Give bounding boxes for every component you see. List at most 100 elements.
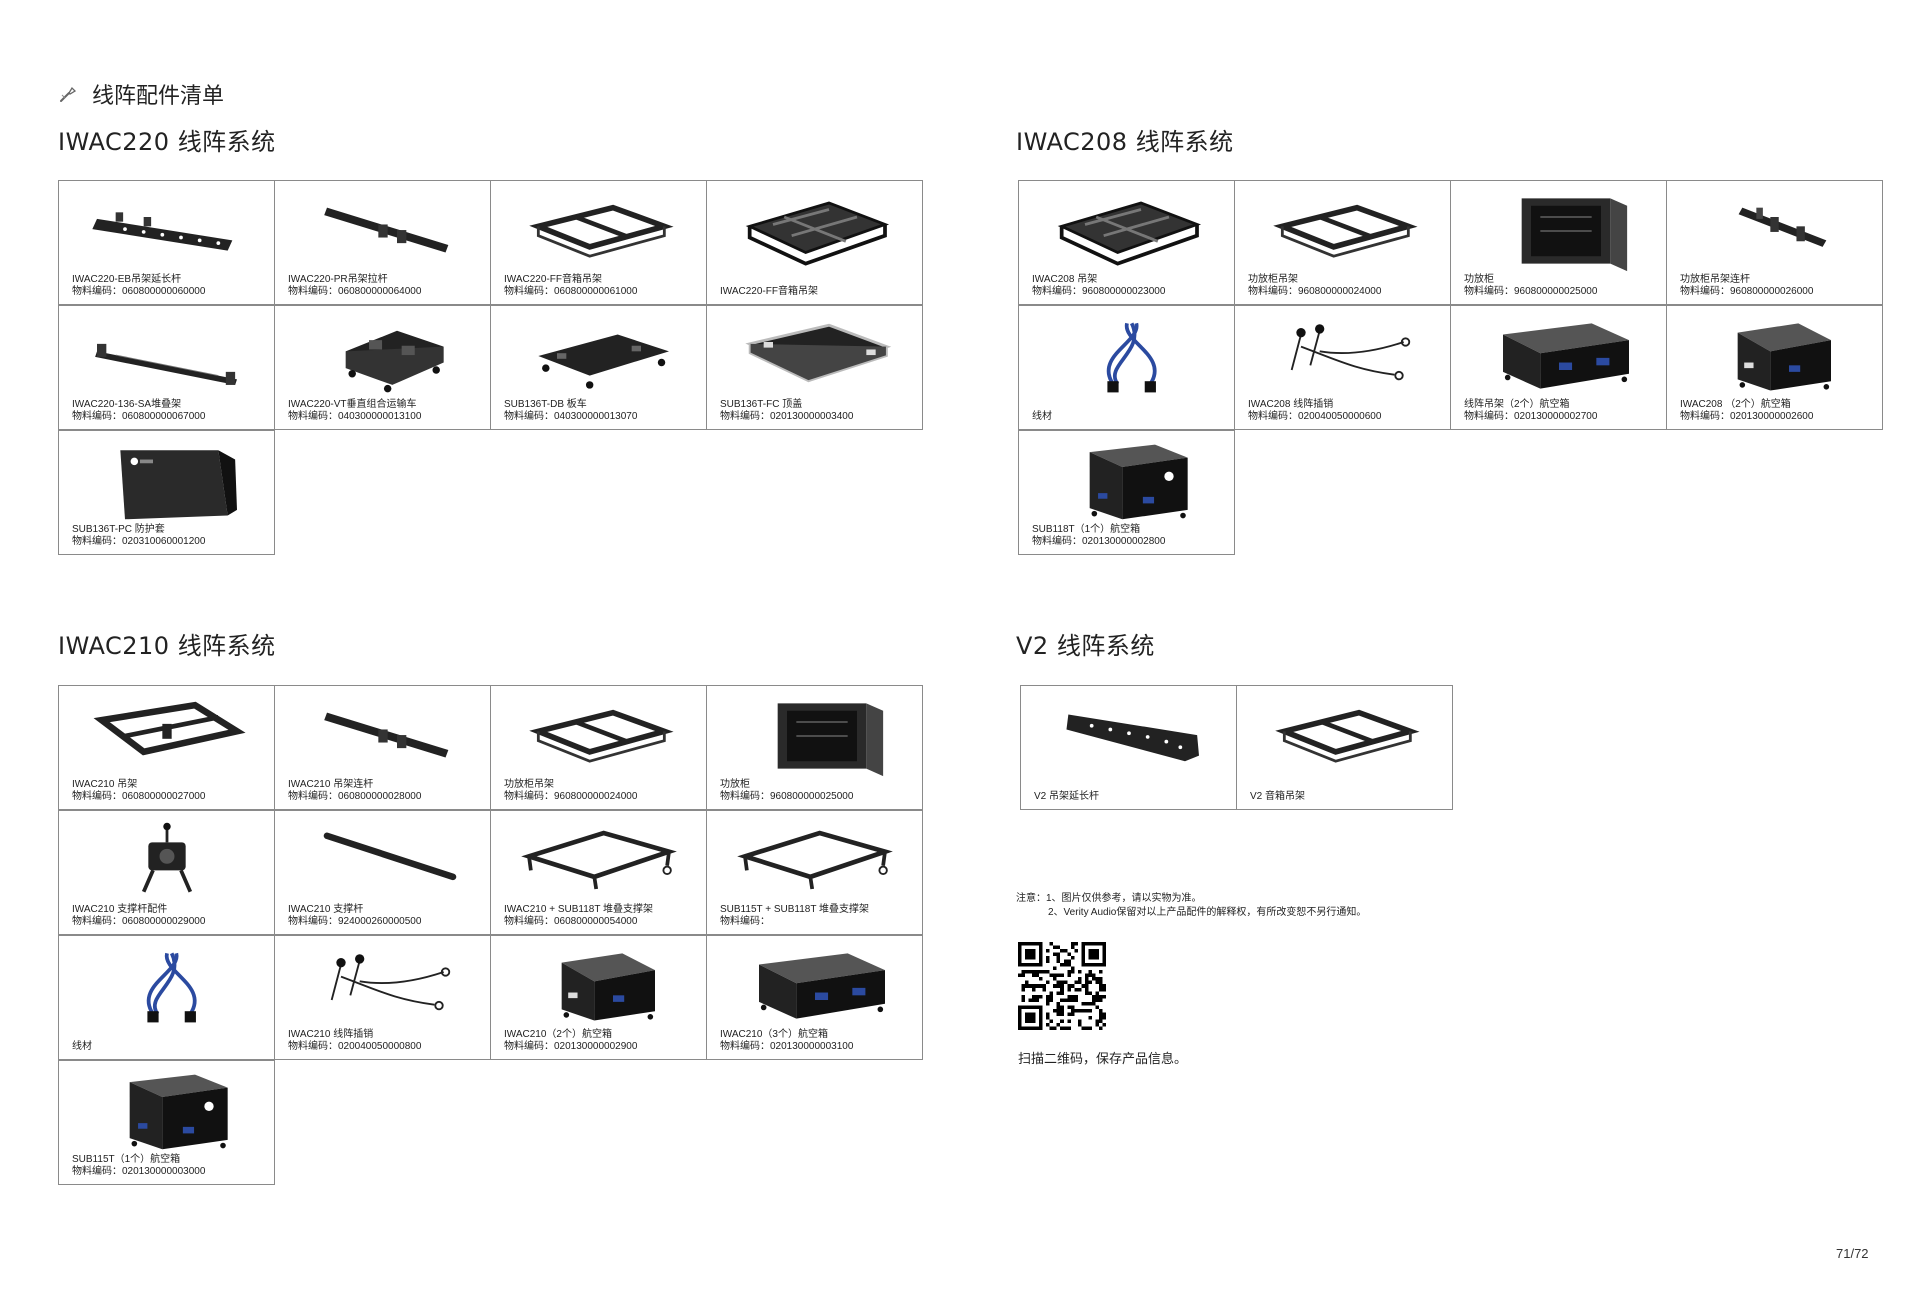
accessory-name: IWAC210 线阵插销 [288, 1029, 374, 1040]
accessory-name: 线材 [72, 1041, 92, 1052]
section-title-iwac220: IWAC220 线阵系统 [58, 128, 276, 156]
dolly-icon [538, 334, 669, 389]
extension-bar-icon [92, 212, 233, 251]
accessory-card: IWAC210 + SUB118T 堆叠支撑架物料编码：060800000054… [490, 810, 707, 935]
accessory-card: IWAC220-FF音箱吊架 [706, 180, 923, 305]
case-icon [561, 953, 655, 1021]
accessory-card: 线材 [1018, 305, 1235, 430]
accessory-card: 功放柜物料编码：960800000025000 [706, 685, 923, 810]
accessory-card: IWAC210 吊架连杆物料编码：060800000028000 [274, 685, 491, 810]
accessory-caption: IWAC210 吊架物料编码：060800000027000 [72, 779, 205, 803]
frame-icon [1275, 709, 1420, 763]
accessory-caption: V2 音箱吊架 [1250, 791, 1305, 803]
accessory-caption: IWAC210 支撑杆物料编码：924000260000500 [288, 904, 421, 928]
accessory-name: 功放柜吊架 [504, 779, 554, 790]
accessory-grid-iwac208: IWAC208 吊架物料编码：960800000023000 功放柜吊架物料编码：… [1018, 180, 1883, 555]
case-tall-icon [1089, 444, 1188, 520]
accessory-card: IWAC210 线阵插销物料编码：020040050000800 [274, 935, 491, 1060]
accessory-card: V2 音箱吊架 [1236, 685, 1453, 810]
frame-icon [1273, 204, 1418, 258]
accessory-caption: IWAC210（2个）航空箱物料编码：020130000002900 [504, 1029, 637, 1053]
accessory-card: SUB115T + SUB118T 堆叠支撑架物料编码： [706, 810, 923, 935]
case-icon [1737, 323, 1831, 391]
accessory-caption: IWAC210 + SUB118T 堆叠支撑架物料编码：060800000054… [504, 904, 653, 928]
accessory-code: 物料编码：960800000025000 [1464, 286, 1598, 297]
wrench-icon [60, 86, 77, 102]
accessory-name: 功放柜 [1464, 274, 1494, 285]
accessory-caption: 功放柜物料编码：960800000025000 [1464, 274, 1597, 298]
cable-icon [1106, 322, 1157, 393]
note-line-2: 2、Verity Audio保留对以上产品配件的解释权，有所改变恕不另行通知。 [1048, 907, 1367, 918]
page-title: 线阵配件清单 [92, 84, 225, 109]
accessory-code: 物料编码：960800000026000 [1680, 286, 1814, 297]
note-line-1: 注意：1、图片仅供参考，请以实物为准。 [1016, 893, 1202, 904]
extension-bar-wide-icon [1066, 714, 1199, 762]
accessory-code: 物料编码：020130000003100 [720, 1041, 854, 1052]
accessory-name: SUB118T（1个）航空箱 [1032, 524, 1141, 535]
frame-large-icon [1057, 201, 1202, 266]
accessory-caption: IWAC220-VT垂直组合运输车物料编码：040300000013100 [288, 399, 421, 423]
accessory-card: IWAC208 （2个）航空箱物料编码：020130000002600 [1666, 305, 1883, 430]
accessory-name: IWAC208 吊架 [1032, 274, 1098, 285]
accessory-card: 功放柜吊架物料编码：960800000024000 [490, 685, 707, 810]
case-wide-icon [1503, 323, 1629, 389]
link-bar-icon [1738, 207, 1827, 247]
accessory-name: IWAC210 吊架连杆 [288, 779, 374, 790]
clamp-icon [141, 822, 193, 893]
accessory-caption: 功放柜物料编码：960800000025000 [720, 779, 853, 803]
accessory-card: IWAC210（2个）航空箱物料编码：020130000002900 [490, 935, 707, 1060]
accessory-name: 功放柜 [720, 779, 750, 790]
accessory-name: IWAC220-136-SA堆叠架 [72, 399, 182, 410]
accessory-card: IWAC220-EB吊架延长杆物料编码：060800000060000 [58, 180, 275, 305]
accessory-code: 物料编码：020040050000600 [1248, 411, 1382, 422]
frame-icon [529, 204, 674, 258]
accessory-card: 功放柜吊架连杆物料编码：960800000026000 [1666, 180, 1883, 305]
accessory-code: 物料编码：020130000003400 [720, 411, 854, 422]
accessory-caption: IWAC220-PR吊架拉杆物料编码：060800000064000 [288, 274, 421, 298]
accessory-caption: 功放柜吊架物料编码：960800000024000 [1248, 274, 1381, 298]
accessory-caption: IWAC220-136-SA堆叠架物料编码：060800000067000 [72, 399, 205, 423]
accessory-caption: IWAC208 线阵插销物料编码：020040050000600 [1248, 399, 1381, 423]
accessory-code: 物料编码：960800000023000 [1032, 286, 1166, 297]
case-wide-icon [759, 953, 885, 1019]
accessory-card: SUB136T-PC 防护套物料编码：020310060001200 [58, 430, 275, 555]
accessory-caption: SUB136T-PC 防护套物料编码：020310060001200 [72, 524, 205, 548]
accessory-code: 物料编码：060800000054000 [504, 916, 638, 927]
cart-icon [345, 330, 444, 393]
accessory-card: IWAC210 吊架物料编码：060800000027000 [58, 685, 275, 810]
accessory-code: 物料编码： [720, 916, 770, 927]
case-tall-icon [129, 1074, 228, 1150]
accessory-code: 物料编码：020040050000800 [288, 1041, 422, 1052]
accessory-code: 物料编码：060800000061000 [504, 286, 638, 297]
accessory-caption: IWAC208 （2个）航空箱物料编码：020130000002600 [1680, 399, 1813, 423]
accessory-card: 功放柜物料编码：960800000025000 [1450, 180, 1667, 305]
section-title-iwac208: IWAC208 线阵系统 [1016, 128, 1234, 156]
accessory-name: IWAC210（3个）航空箱 [720, 1029, 828, 1040]
accessory-caption: IWAC208 吊架物料编码：960800000023000 [1032, 274, 1165, 298]
accessory-name: V2 音箱吊架 [1250, 791, 1306, 802]
accessory-card: IWAC210（3个）航空箱物料编码：020130000003100 [706, 935, 923, 1060]
section-title-iwac210: IWAC210 线阵系统 [58, 632, 276, 660]
accessory-code: 物料编码：060800000060000 [72, 286, 206, 297]
accessory-caption: 功放柜吊架连杆物料编码：960800000026000 [1680, 274, 1813, 298]
accessory-name: IWAC220-EB吊架延长杆 [72, 274, 182, 285]
accessory-name: SUB136T-PC 防护套 [72, 524, 165, 535]
accessory-code: 物料编码：924000260000500 [288, 916, 422, 927]
accessory-name: IWAC210（2个）航空箱 [504, 1029, 612, 1040]
accessory-name: SUB136T-DB 板车 [504, 399, 587, 410]
accessory-caption: SUB136T-FC 顶盖物料编码：020130000003400 [720, 399, 853, 423]
accessory-code: 物料编码：960800000024000 [1248, 286, 1382, 297]
accessory-code: 物料编码：060800000067000 [72, 411, 206, 422]
accessory-name: IWAC208 线阵插销 [1248, 399, 1334, 410]
accessory-caption: IWAC210（3个）航空箱物料编码：020130000003100 [720, 1029, 853, 1053]
accessory-code: 物料编码：040300000013070 [504, 411, 638, 422]
accessory-name: IWAC220-PR吊架拉杆 [288, 274, 388, 285]
frame-angled-icon [93, 701, 246, 756]
long-bar-icon [95, 343, 237, 385]
accessory-caption: 线材 [72, 1041, 92, 1053]
accessory-caption: IWAC210 线阵插销物料编码：020040050000800 [288, 1029, 421, 1053]
accessory-caption: IWAC220-EB吊架延长杆物料编码：060800000060000 [72, 274, 205, 298]
notes: 注意：1、图片仅供参考，请以实物为准。 2、Verity Audio保留对以上产… [1016, 892, 1366, 920]
accessory-code: 物料编码：020130000002800 [1032, 536, 1166, 547]
